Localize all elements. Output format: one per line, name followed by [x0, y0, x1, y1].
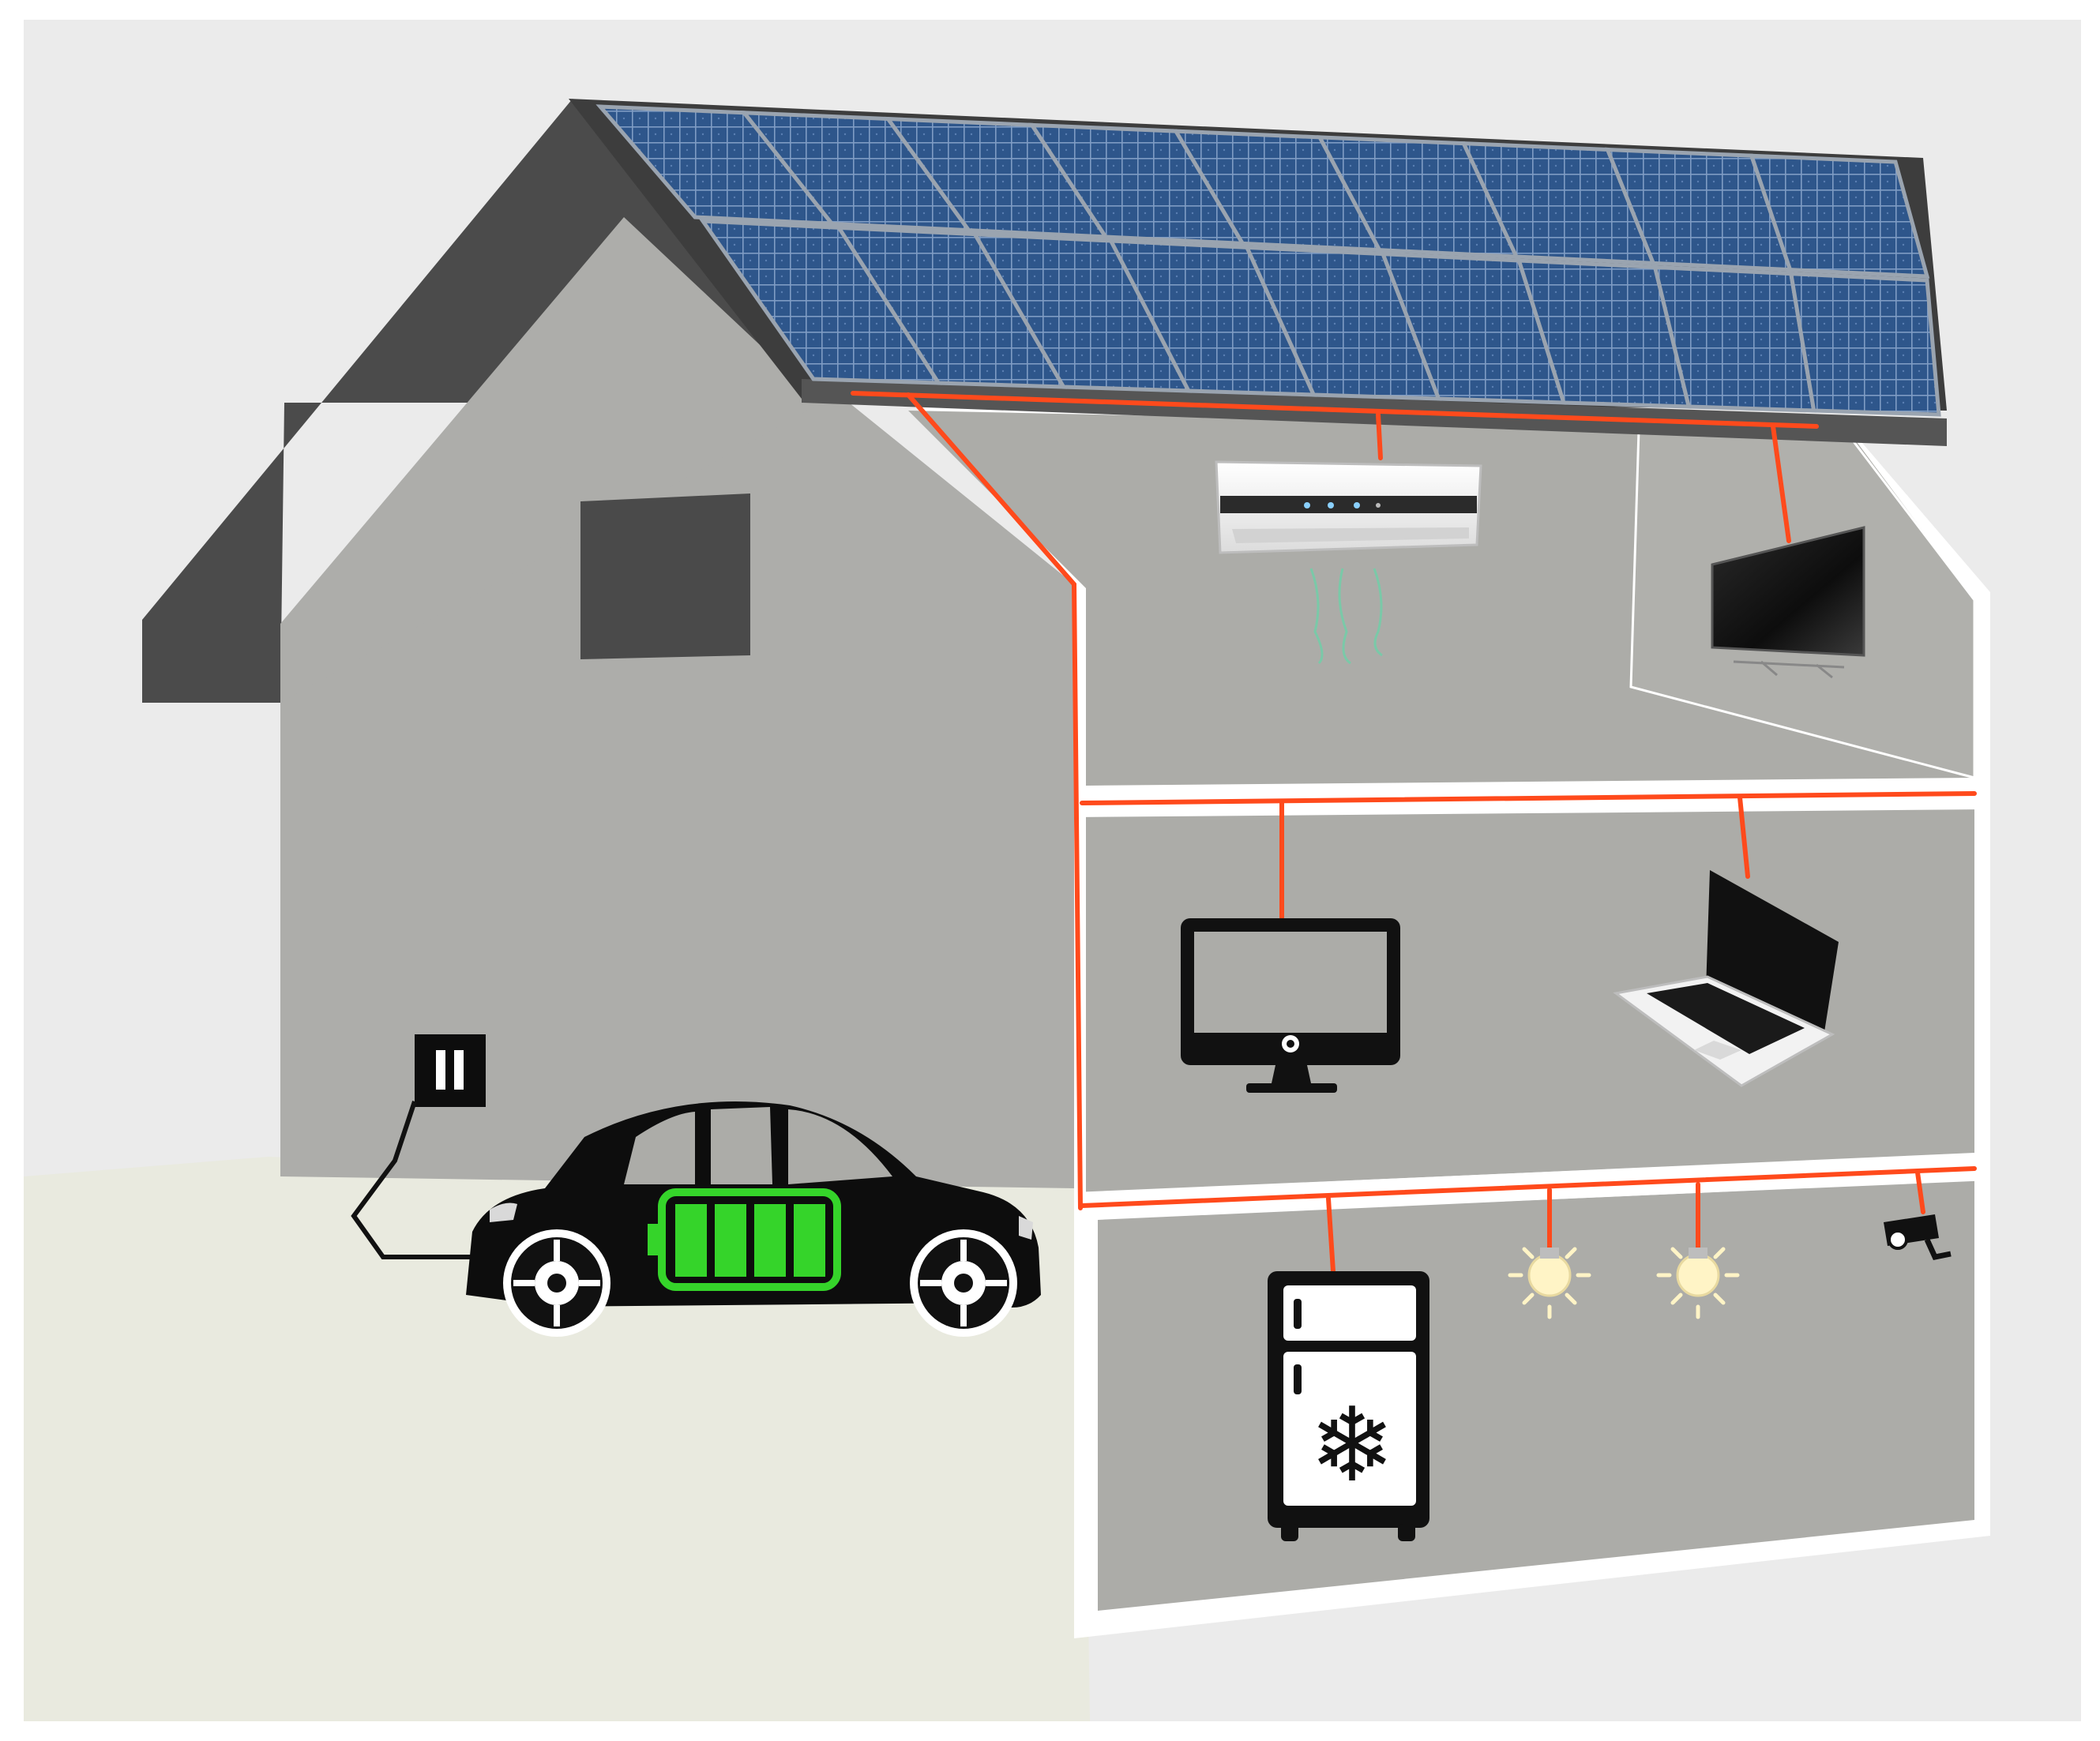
refrigerator-icon: ❄: [1268, 1271, 1429, 1541]
wire-floor-middle: [1080, 791, 1977, 805]
car-wheel: [910, 1229, 1017, 1337]
wire-floor-bottom: [1080, 1166, 1977, 1208]
solar-panel: [1749, 153, 1930, 279]
attic-window: [580, 493, 750, 659]
solar-panel-array: [595, 104, 1941, 417]
battery-icon: [648, 1188, 841, 1291]
wire-fridge: [1326, 1196, 1336, 1274]
solar-panel: [1788, 272, 1941, 417]
wire-camera: [1915, 1170, 1925, 1214]
desktop-monitor-icon: [1181, 918, 1400, 1093]
light-bulb-icon: [1656, 1247, 1740, 1319]
wire-ac: [1376, 412, 1383, 460]
wiring: [851, 391, 1977, 1274]
wire-laptop: [1737, 795, 1750, 879]
wire-roof-main: [851, 391, 1819, 429]
charging-cable: [351, 1101, 472, 1259]
wall-socket-icon: [415, 1034, 486, 1107]
television-icon: [1711, 526, 1865, 679]
roof-gable-inner: [280, 217, 821, 703]
light-bulb-icon: [1508, 1247, 1591, 1319]
snowflake-icon: ❄: [1309, 1385, 1396, 1505]
car-wheel: [503, 1229, 610, 1337]
laptop-icon: [1613, 870, 1839, 1087]
wire-roof-to-riser: [906, 392, 1083, 1210]
electric-car-icon: [466, 1101, 1041, 1337]
security-camera-icon: [1884, 1214, 1952, 1260]
wire-tv: [1771, 424, 1791, 543]
air-conditioner-icon: [1215, 460, 1482, 665]
